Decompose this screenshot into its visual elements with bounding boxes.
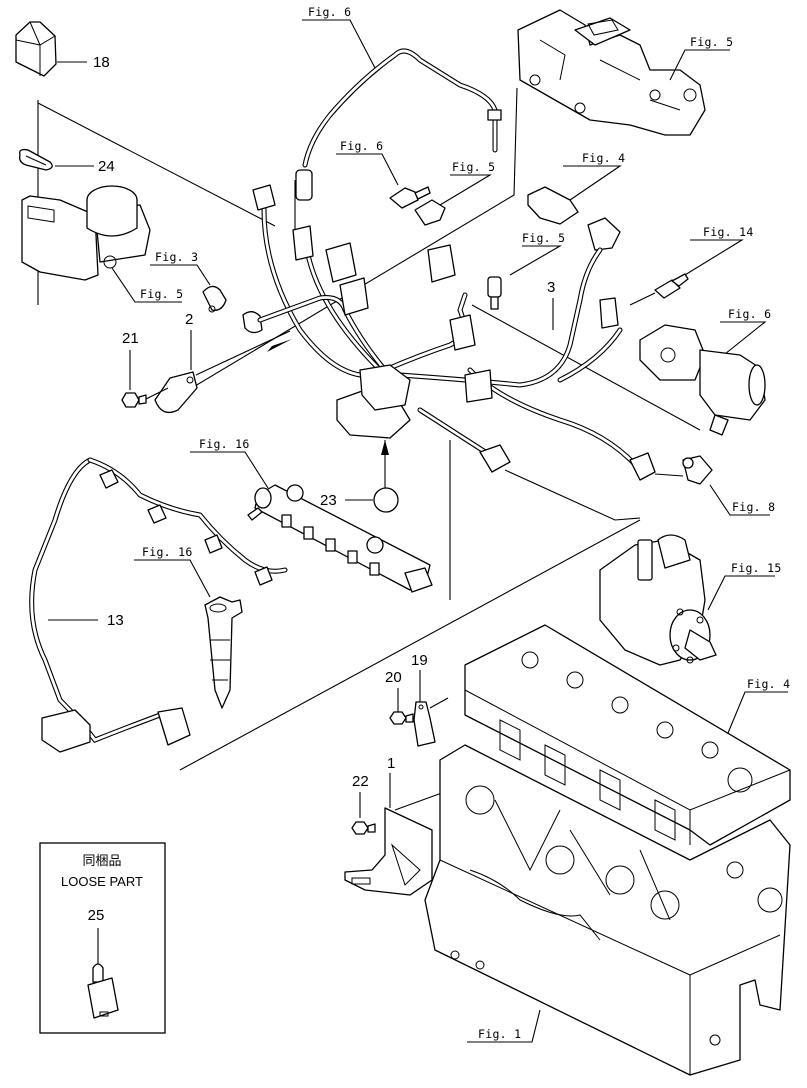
crank-sensor-guide xyxy=(654,473,684,477)
leader-fig15 xyxy=(707,575,775,611)
item-label-22[interactable]: 22 xyxy=(352,773,369,790)
fig-ref-coolant-temp[interactable]: Fig. 14 xyxy=(703,225,754,239)
cylinder-head[interactable] xyxy=(464,624,791,846)
leader-fig8 xyxy=(709,484,770,516)
fig-ref-egr-valve[interactable]: Fig. 6 xyxy=(728,307,771,321)
loose-part-title-jp: 同梱品 xyxy=(82,853,121,868)
leader-fig16-inj xyxy=(134,559,211,598)
fig-ref-exhaust-sensor[interactable]: Fig. 6 xyxy=(308,5,351,19)
coolant-sensor-guide xyxy=(629,292,656,306)
fig-ref-map-sensor[interactable]: Fig. 4 xyxy=(582,151,625,165)
coolant-temp-sensor[interactable] xyxy=(654,273,689,299)
exhaust-temp-sensor-cable[interactable] xyxy=(295,48,502,201)
arrow-line-2 xyxy=(195,330,291,376)
leader-fig1 xyxy=(467,1009,541,1043)
explosion-guide-lines xyxy=(37,87,701,771)
leader-fig6-top xyxy=(302,19,376,69)
fig-ref-pressure-sensor[interactable]: Fig. 5 xyxy=(452,160,495,174)
speed-sensor-connector xyxy=(242,311,263,334)
item-label-18[interactable]: 18 xyxy=(93,54,110,71)
item-label-21[interactable]: 21 xyxy=(122,330,139,347)
cylinder-block[interactable] xyxy=(424,744,791,1076)
part-25-relay[interactable] xyxy=(87,963,119,1019)
fig-ref-common-rail[interactable]: Fig. 16 xyxy=(199,437,250,451)
part-20-bolt[interactable] xyxy=(389,711,414,725)
intake-manifold[interactable] xyxy=(517,9,706,136)
fig-ref-cylinder-head[interactable]: Fig. 4 xyxy=(747,677,790,691)
speed-sensor[interactable] xyxy=(202,285,227,313)
part-3-main-wire-harness[interactable] xyxy=(252,184,656,481)
fuel-supply-pump[interactable] xyxy=(599,534,717,666)
arrow-head xyxy=(267,339,292,352)
leader-fig5-temp xyxy=(509,245,563,276)
part-1-bracket[interactable] xyxy=(344,789,451,896)
item-label-1[interactable]: 1 xyxy=(387,755,395,772)
map-sensor[interactable] xyxy=(527,186,621,251)
throttle-body[interactable] xyxy=(21,185,151,281)
item-label-24[interactable]: 24 xyxy=(98,158,115,175)
fig-ref-intake-manifold[interactable]: Fig. 5 xyxy=(690,35,733,49)
part-18-connector-cover[interactable] xyxy=(15,21,57,77)
leader-fig16-rail xyxy=(190,451,269,489)
crank-sensor[interactable] xyxy=(682,455,713,485)
arrow-head-23 xyxy=(381,440,389,455)
leader-fig3 xyxy=(150,264,211,286)
fig-ref-intake-temp[interactable]: Fig. 5 xyxy=(522,231,565,245)
part-19-bracket[interactable] xyxy=(413,697,449,747)
leader-fig4-head xyxy=(727,691,788,734)
part-13-injector-harness[interactable] xyxy=(29,457,288,753)
egr-valve[interactable] xyxy=(639,324,766,436)
item-label-3[interactable]: 3 xyxy=(547,279,555,296)
item-label-13[interactable]: 13 xyxy=(107,612,124,629)
part-22-bolt[interactable] xyxy=(351,821,376,835)
fig-ref-throttle[interactable]: Fig. 5 xyxy=(140,287,183,301)
leader-fig5-throttle xyxy=(111,267,182,303)
temperature-sensor[interactable] xyxy=(389,186,431,209)
part-23-band[interactable] xyxy=(373,487,399,513)
item-label-19[interactable]: 19 xyxy=(411,652,428,669)
fig-ref-crank-sensor[interactable]: Fig. 8 xyxy=(732,500,775,514)
leader-fig6-mid xyxy=(336,153,399,186)
common-rail[interactable] xyxy=(247,484,433,593)
loose-part-title-en: LOOSE PART xyxy=(61,874,143,889)
loose-part-box: 同梱品 LOOSE PART 25 xyxy=(39,842,166,1034)
fig-ref-speed-sensor[interactable]: Fig. 3 xyxy=(155,250,198,264)
item-label-2[interactable]: 2 xyxy=(185,311,193,328)
leader-fig4-top xyxy=(563,165,622,201)
intake-temp-sensor[interactable] xyxy=(487,276,502,310)
leader-fig5-top xyxy=(669,49,730,81)
fig-ref-cylinder-block[interactable]: Fig. 1 xyxy=(478,1027,521,1041)
fig-ref-temp-sensor[interactable]: Fig. 6 xyxy=(340,139,383,153)
injector[interactable] xyxy=(204,596,243,709)
item-label-25[interactable]: 25 xyxy=(88,907,105,924)
part-21-bolt[interactable] xyxy=(121,387,169,408)
fig-ref-injector[interactable]: Fig. 16 xyxy=(142,545,193,559)
item-label-20[interactable]: 20 xyxy=(385,669,402,686)
fig-ref-fuel-pump[interactable]: Fig. 15 xyxy=(731,561,782,575)
leader-fig14 xyxy=(679,239,744,279)
leader-fig5-mid xyxy=(439,174,492,206)
pressure-sensor[interactable] xyxy=(414,199,446,226)
part-24-seal[interactable] xyxy=(18,148,53,171)
item-label-23[interactable]: 23 xyxy=(320,492,337,509)
part-2-ground-terminal[interactable] xyxy=(154,371,198,414)
